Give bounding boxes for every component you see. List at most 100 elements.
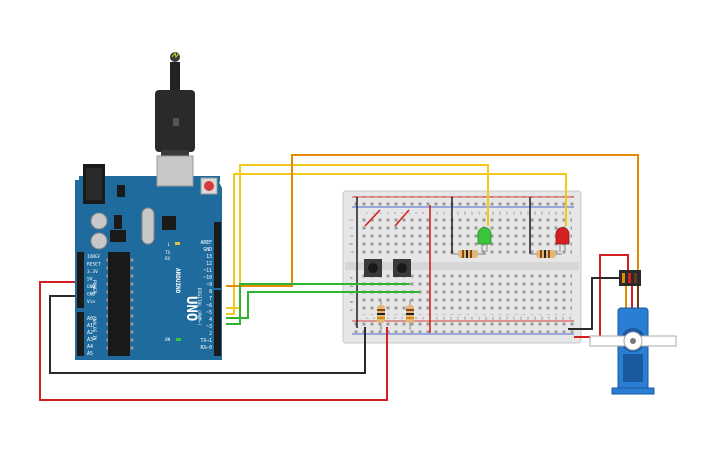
- breadboard-bottom-strip: [362, 273, 572, 315]
- column-number: 10: [428, 316, 432, 320]
- analog-pin-label: A3: [87, 337, 93, 343]
- column-number: 29: [561, 316, 565, 320]
- servo-motor: [589, 270, 677, 395]
- column-number: 2: [372, 212, 376, 214]
- wire-black-servo: [568, 277, 620, 330]
- led-red: [555, 227, 570, 252]
- digital-pin-label: 7: [209, 296, 212, 302]
- row-letter: b: [349, 301, 354, 304]
- column-number: 8: [414, 317, 418, 319]
- column-number: 5: [393, 212, 397, 214]
- column-number: 30: [568, 316, 572, 320]
- column-number: 9: [421, 317, 425, 319]
- column-number: 26: [540, 211, 544, 215]
- column-number: 9: [421, 212, 425, 214]
- column-number: 24: [526, 211, 530, 215]
- power-pin-label: Vin: [87, 299, 95, 305]
- analog-pin-label: A4: [87, 344, 93, 350]
- analog-pin-label: A5: [87, 351, 93, 357]
- resistor-led-green: [452, 250, 486, 258]
- usb-chip: [162, 216, 176, 230]
- digital-pin-label: TX→1: [200, 338, 212, 344]
- analog-pin-label: A1: [87, 323, 93, 329]
- pushbutton-2[interactable]: [393, 259, 411, 277]
- column-number: 26: [540, 316, 544, 320]
- row-letter: i: [349, 227, 354, 230]
- onboard-led-label: RX: [165, 256, 170, 261]
- column-number: 17: [477, 211, 481, 215]
- resistor-button-1: [377, 300, 385, 330]
- column-number: 22: [512, 211, 516, 215]
- column-number: 5: [393, 317, 397, 319]
- column-number: 27: [547, 316, 551, 320]
- digital-pin-label: 2: [209, 331, 212, 337]
- row-letter: g: [349, 243, 354, 246]
- atmega-chip: [108, 252, 130, 356]
- power-pin-label: 5V: [87, 277, 93, 283]
- column-number: 12: [442, 316, 446, 320]
- row-letter: d: [349, 285, 354, 288]
- column-number: 3: [379, 212, 383, 214]
- analog-header-label: ANALOG IN: [91, 316, 97, 341]
- column-number: 28: [554, 316, 558, 320]
- power-pin-label: GND: [87, 284, 95, 290]
- column-number: 17: [477, 316, 481, 320]
- onboard-led-label: TX: [165, 250, 170, 255]
- digital-pin-label: 12: [206, 261, 212, 267]
- column-number: 6: [400, 317, 404, 319]
- row-letter: a: [349, 309, 354, 312]
- column-number: 29: [561, 211, 565, 215]
- wires: [39, 154, 639, 401]
- column-number: 28: [554, 211, 558, 215]
- digital-pin-label: ~3: [206, 324, 212, 330]
- onboard-led-label: ON: [165, 337, 170, 342]
- power-pin-label: GND: [87, 292, 95, 298]
- column-number: 1: [365, 212, 369, 214]
- digital-pin-label: ~9: [206, 282, 212, 288]
- row-letter: c: [349, 293, 354, 296]
- column-number: 24: [526, 316, 530, 320]
- column-number: 21: [505, 211, 509, 215]
- wire-orange-servo: [226, 154, 639, 287]
- led-l: [175, 242, 180, 245]
- usb-cable: [170, 62, 180, 94]
- analog-header: [77, 312, 84, 356]
- column-number: 8: [414, 212, 418, 214]
- column-number: 22: [512, 316, 516, 320]
- digital-pin-label: 8: [209, 289, 212, 295]
- power-header: [77, 252, 84, 308]
- digital-pin-label: GND: [203, 247, 212, 253]
- wire-green-button-2: [226, 283, 410, 325]
- column-number: 20: [498, 316, 502, 320]
- row-letter: h: [349, 235, 354, 238]
- led-green: [477, 227, 492, 252]
- column-number: 30: [568, 211, 572, 215]
- column-number: 13: [449, 211, 453, 215]
- column-number: 7: [407, 212, 411, 214]
- crystal: [141, 207, 155, 245]
- wire-red-5v: [39, 281, 388, 401]
- wire-black-gnd: [49, 295, 366, 374]
- resistor-led-red: [530, 250, 562, 258]
- board-logo: ARDUINO: [174, 268, 181, 294]
- column-number: 25: [533, 316, 537, 320]
- digital-header-top: [214, 222, 221, 288]
- board-brand: UNO: [183, 296, 199, 321]
- digital-pin-label: ~11: [203, 268, 212, 274]
- digital-pin-label: ~5: [206, 310, 212, 316]
- breadboard: [342, 190, 582, 344]
- pushbutton-1[interactable]: [364, 259, 382, 277]
- column-number: 15: [463, 316, 467, 320]
- digital-pin-label: ~6: [206, 303, 212, 309]
- column-number: 16: [470, 316, 474, 320]
- digital-header-bottom: [214, 290, 221, 356]
- power-pin-label: 3.3V: [87, 269, 98, 275]
- column-number: 6: [400, 212, 404, 214]
- wire-yellow-green-led: [226, 164, 489, 309]
